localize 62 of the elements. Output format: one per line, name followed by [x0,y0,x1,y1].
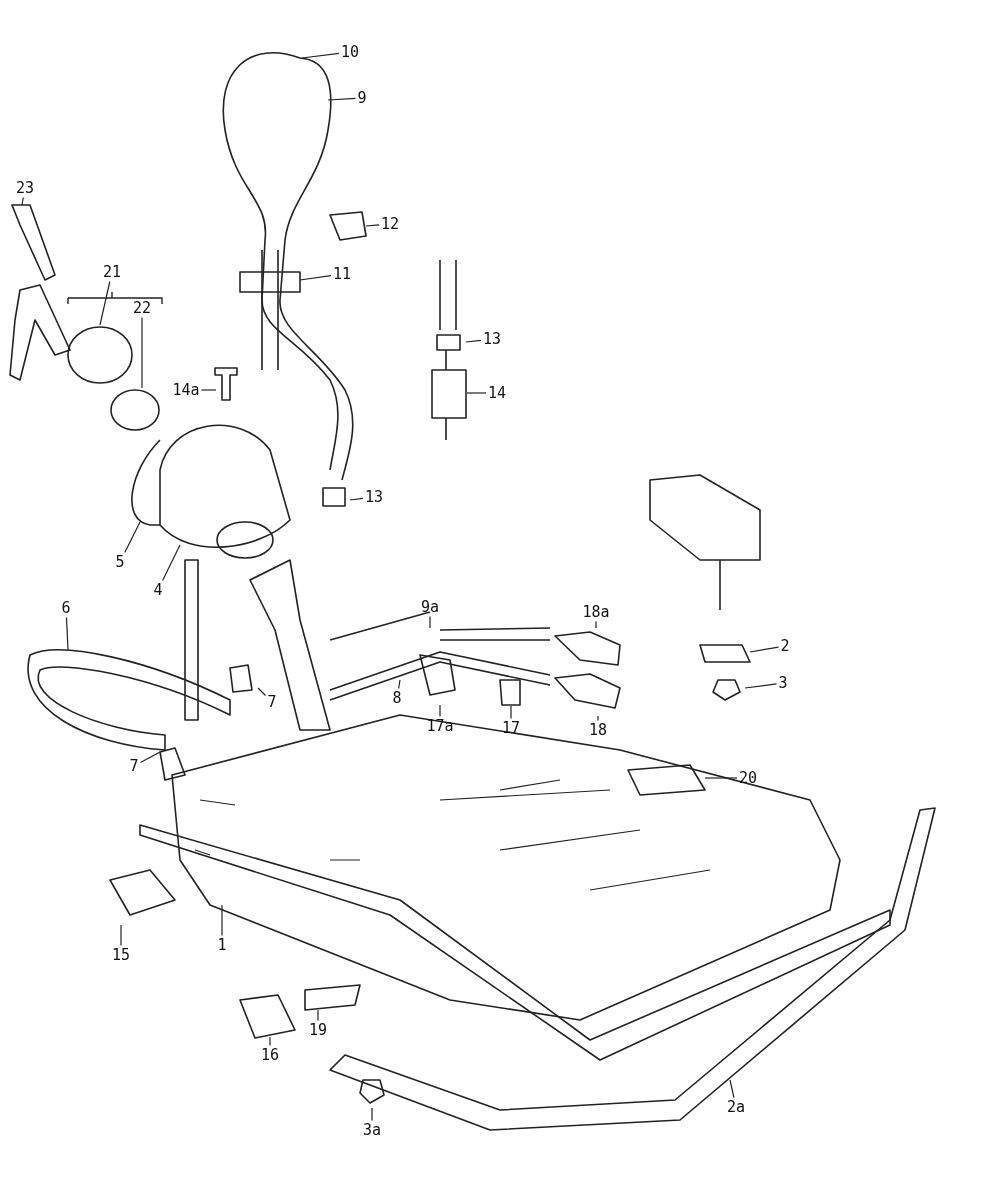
callout-number: 10 [339,43,361,61]
leader-line [301,52,340,59]
callout-number: 7 [128,757,140,775]
leader-line [465,339,482,343]
callout-number: 3a [361,1121,383,1139]
leader-line [327,97,357,101]
callout-number: 4 [152,581,164,599]
leader-line [704,777,738,779]
leader-line [257,687,267,697]
callout-number: 23 [14,179,36,197]
callout-number: 9a [419,598,441,616]
leader-line [317,1009,319,1022]
leader-line [141,316,143,389]
leader-line [120,924,122,947]
leader-line [595,620,597,629]
leader-line [124,521,141,554]
callout-number: 13 [481,330,503,348]
leader-line [65,616,69,651]
leader-line [466,392,487,394]
leader-line [371,1107,373,1122]
callout-number: 13 [363,488,385,506]
leader-line [749,646,780,653]
callout-number: 6 [60,599,72,617]
callout-number: 3 [777,674,789,692]
callout-number: 2 [779,637,791,655]
callout-number: 1 [216,936,228,954]
callout-number: 17a [425,717,455,735]
leader-line [139,751,161,764]
callout-number: 18a [581,603,611,621]
leader-line [510,705,512,720]
callout-number: 12 [379,215,401,233]
leader-line [744,683,778,689]
leader-line [349,497,364,501]
leader-line [221,904,223,937]
callout-number: 19 [307,1021,329,1039]
callout-number: 18 [587,721,609,739]
leader-line [597,715,599,722]
leader-line [729,1079,735,1099]
leader-line [439,704,441,718]
callout-number: 21 [101,263,123,281]
leader-line [21,196,24,206]
callout-number: 20 [737,769,759,787]
callout-number: 11 [331,265,353,283]
leader-line [299,275,332,281]
callout-number: 5 [114,553,126,571]
callout-number: 14 [486,384,508,402]
leader-line [365,224,380,227]
callout-number: 16 [259,1046,281,1064]
callout-number: 17 [500,719,522,737]
callout-number: 9 [356,89,368,107]
callout-number: 22 [131,299,153,317]
callout-number: 2a [725,1098,747,1116]
leader-line [99,280,111,326]
leader-line [200,389,217,391]
leader-line [429,615,431,629]
callout-number: 7 [266,693,278,711]
leader-line [398,679,401,690]
leader-line [269,1036,271,1047]
callout-number: 14a [171,381,201,399]
callout-number: 15 [110,946,132,964]
callout-number: 8 [391,689,403,707]
leader-line [162,544,181,582]
